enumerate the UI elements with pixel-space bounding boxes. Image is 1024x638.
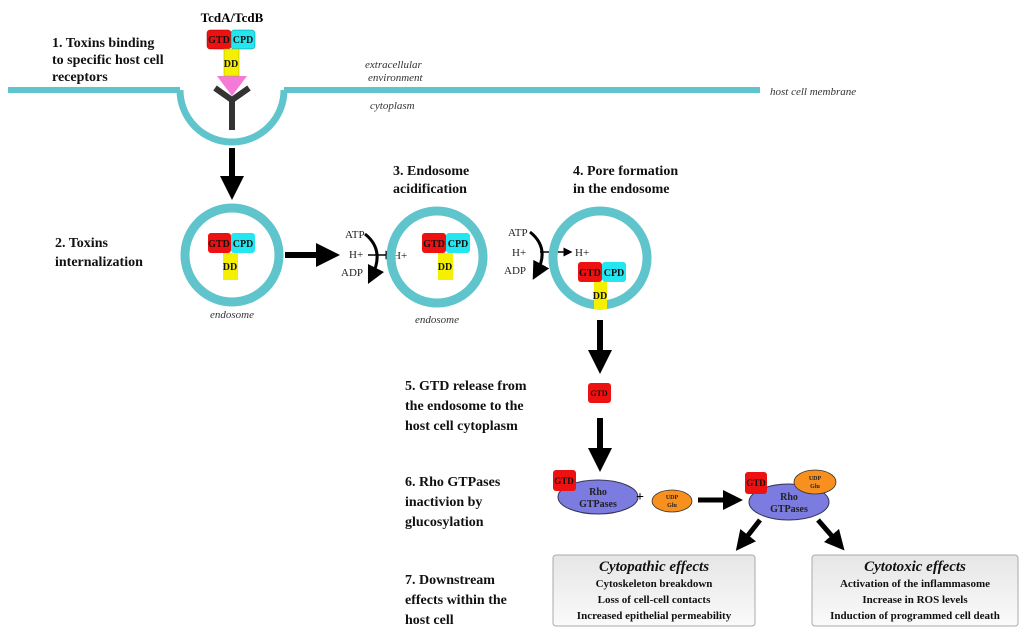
extracellular-label: extracellular (365, 59, 423, 71)
svg-text:internalization: internalization (55, 255, 143, 270)
endosome-label-2: endosome (415, 314, 459, 326)
svg-text:Cytoskeleton breakdown: Cytoskeleton breakdown (596, 578, 713, 590)
svg-text:acidification: acidification (393, 182, 467, 197)
svg-text:Cytotoxic effects: Cytotoxic effects (864, 559, 966, 575)
svg-text:ATP: ATP (508, 227, 528, 239)
arrow-to-cytotoxic (816, 518, 845, 551)
svg-text:H+: H+ (512, 247, 526, 259)
svg-text:GTD: GTD (579, 268, 601, 279)
svg-text:Rho: Rho (589, 487, 607, 498)
toxin-step2: GTD CPD DD (208, 233, 255, 280)
endosome-2 (386, 206, 488, 308)
svg-text:UDP: UDP (666, 495, 679, 501)
svg-text:Activation of the inflammasome: Activation of the inflammasome (840, 578, 990, 590)
cytoplasm-label: cytoplasm (370, 100, 415, 112)
step-6-text: 6. Rho GTPases inactivion by glucosylati… (405, 475, 501, 530)
proton-pump-2: ATP H+ ADP H+ (504, 227, 589, 280)
svg-text:the endosome to the: the endosome to the (405, 399, 524, 414)
svg-text:H+: H+ (349, 249, 363, 261)
svg-text:CPD: CPD (604, 268, 625, 279)
svg-text:1. Toxins binding: 1. Toxins binding (52, 36, 154, 51)
svg-text:Loss of cell-cell contacts: Loss of cell-cell contacts (598, 594, 711, 606)
svg-text:H+: H+ (575, 247, 589, 259)
svg-text:Cytopathic effects: Cytopathic effects (599, 559, 709, 575)
step-5-text: 5. GTD release from the endosome to the … (405, 379, 527, 434)
toxin-step1: GTD CPD DD (206, 29, 256, 77)
svg-text:GTD: GTD (208, 239, 230, 250)
svg-text:host cell: host cell (405, 613, 454, 628)
step-3-text: 3. Endosome acidification (393, 164, 469, 197)
svg-text:Increased epithelial permeabil: Increased epithelial permeability (577, 610, 732, 622)
svg-text:GTD: GTD (746, 478, 766, 488)
step-4-text: 4. Pore formation in the endosome (573, 164, 678, 197)
svg-text:receptors: receptors (52, 70, 108, 85)
host-cell-membrane (8, 87, 760, 146)
cytotoxic-effects-box: Cytotoxic effects Activation of the infl… (811, 554, 1019, 627)
svg-text:CPD: CPD (233, 239, 254, 250)
svg-text:Rho: Rho (780, 492, 798, 503)
toxin-step4: GTD CPD DD (578, 262, 626, 309)
step-7-text: 7. Downstream effects within the host ce… (405, 573, 507, 628)
svg-text:5. GTD release from: 5. GTD release from (405, 379, 527, 394)
svg-text:DD: DD (438, 262, 452, 273)
svg-text:DD: DD (593, 291, 607, 302)
svg-text:DD: DD (223, 262, 237, 273)
svg-text:6. Rho GTPases: 6. Rho GTPases (405, 475, 501, 490)
plus-sign: + (636, 490, 644, 505)
svg-text:CPD: CPD (448, 239, 469, 250)
svg-text:in the endosome: in the endosome (573, 182, 669, 197)
svg-text:glucosylation: glucosylation (405, 515, 484, 530)
svg-text:GTPases: GTPases (579, 499, 617, 510)
svg-text:H+: H+ (393, 250, 407, 262)
svg-text:ADP: ADP (504, 265, 526, 277)
proton-pump-1: ATP H+ ADP H+ (341, 229, 407, 285)
svg-text:4. Pore formation: 4. Pore formation (573, 164, 678, 179)
udp-glu-left: UDP Glu (651, 489, 693, 513)
svg-text:effects within the: effects within the (405, 593, 507, 608)
svg-text:3. Endosome: 3. Endosome (393, 164, 469, 179)
svg-text:GTD: GTD (554, 476, 574, 486)
svg-text:GTD: GTD (423, 239, 445, 250)
svg-text:to specific host cell: to specific host cell (52, 53, 164, 68)
toxin-label: TcdA/TcdB (201, 10, 264, 25)
svg-text:7. Downstream: 7. Downstream (405, 573, 495, 588)
svg-text:2. Toxins: 2. Toxins (55, 236, 108, 251)
svg-text:Glu: Glu (810, 484, 820, 490)
svg-text:Glu: Glu (667, 503, 677, 509)
cytopathic-effects-box: Cytopathic effects Cytoskeleton breakdow… (552, 554, 756, 627)
svg-text:host cell cytoplasm: host cell cytoplasm (405, 419, 518, 434)
arrow-to-cytopathic (735, 518, 762, 551)
receptor-binding-triangle (217, 76, 247, 96)
endosome-label-1: endosome (210, 309, 254, 321)
toxin-step3: GTD CPD DD (422, 233, 470, 280)
released-gtd: GTD (588, 383, 611, 403)
rho-gtpases-right: Rho GTPases GTD UDP Glu (745, 469, 837, 521)
svg-text:inactivion by: inactivion by (405, 495, 482, 510)
step-2-text: 2. Toxins internalization (55, 236, 143, 270)
svg-text:DD: DD (224, 59, 238, 70)
membrane-label: host cell membrane (770, 86, 856, 98)
environment-label: environment (368, 72, 424, 84)
svg-text:GTD: GTD (590, 389, 608, 398)
svg-text:ATP: ATP (345, 229, 365, 241)
step-1-text: 1. Toxins binding to specific host cell … (52, 36, 164, 85)
svg-text:CPD: CPD (233, 35, 254, 46)
rho-gtpases-left: Rho GTPases GTD (553, 470, 639, 515)
svg-text:ADP: ADP (341, 267, 363, 279)
svg-text:GTD: GTD (208, 35, 230, 46)
svg-text:GTPases: GTPases (770, 504, 808, 515)
svg-text:Increase in ROS levels: Increase in ROS levels (862, 594, 968, 606)
svg-text:UDP: UDP (809, 476, 822, 482)
svg-text:Induction of programmed cell d: Induction of programmed cell death (830, 610, 1000, 622)
receptor (213, 76, 251, 130)
